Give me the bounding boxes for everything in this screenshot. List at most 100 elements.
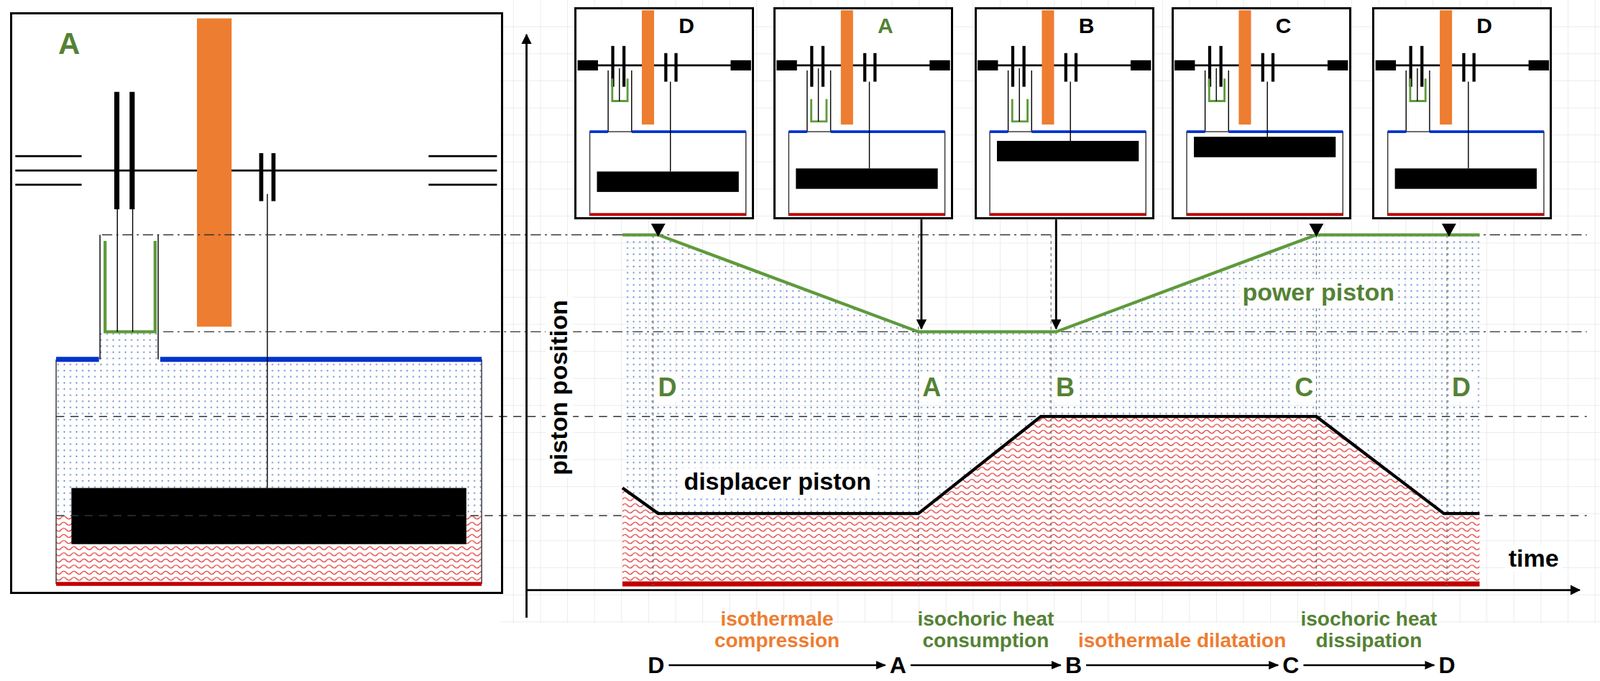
- thumbnail-ground: [773, 7, 954, 220]
- flywheel: [196, 18, 232, 328]
- hot-plate: [1186, 212, 1343, 216]
- bearing: [1130, 60, 1151, 71]
- crank: [1011, 46, 1015, 87]
- state-thumbnail: D: [1372, 7, 1552, 220]
- cylinder-wall: [56, 359, 482, 584]
- node-text: D: [647, 653, 665, 677]
- node-text: A: [889, 653, 907, 677]
- node-text: C: [1275, 15, 1350, 37]
- displacer: [996, 140, 1139, 162]
- node-text: B: [1078, 15, 1153, 37]
- thumbnail-ground: [1372, 7, 1552, 220]
- state-letter: C: [1279, 651, 1302, 678]
- thumbnail-ground: [1171, 7, 1352, 220]
- cold-plate: [788, 130, 945, 133]
- displacer-rod: [1467, 81, 1469, 169]
- thumbnail-engine: [974, 7, 1155, 220]
- state-thumbnail: B: [974, 7, 1155, 220]
- hot-plate: [788, 212, 945, 216]
- drawing-scale: [15, 0, 1600, 623]
- cylinder-wall: [788, 131, 945, 215]
- power-rod: [1416, 68, 1418, 101]
- power-cylinder-wall: [99, 235, 159, 360]
- state-marker-line: [653, 235, 1447, 591]
- state-letter: B: [1062, 651, 1085, 678]
- bearing: [1327, 60, 1348, 71]
- crank: [259, 153, 264, 202]
- crank: [664, 53, 668, 82]
- y-axis: [525, 34, 528, 618]
- displacer-rod: [1069, 81, 1071, 141]
- process-arrow: [910, 664, 1061, 667]
- displacer-rod: [266, 194, 268, 489]
- hot-plate: [590, 212, 747, 216]
- x-axis: [526, 588, 1580, 591]
- bearing: [929, 60, 950, 71]
- power-rod: [117, 204, 133, 332]
- thumbnail-ground: [574, 7, 754, 220]
- bearing: [730, 60, 751, 71]
- bearing: [776, 60, 797, 71]
- state-thumbnail: D: [574, 7, 754, 220]
- node-text: A: [877, 15, 951, 37]
- piston-chart: [526, 34, 1580, 618]
- hot-plate: [989, 212, 1146, 216]
- node-text: D: [1476, 15, 1550, 37]
- crank: [1074, 53, 1078, 82]
- state-label: D: [654, 373, 680, 403]
- flywheel: [840, 10, 854, 125]
- cold-plate: [1387, 130, 1544, 133]
- displacer-rod: [1266, 81, 1268, 138]
- process-label: isochoric heat consumption: [881, 608, 1090, 651]
- crank: [1472, 53, 1476, 82]
- power-piston-curve: [622, 235, 1480, 333]
- bearing: [1174, 60, 1195, 71]
- cold-plate: [1186, 130, 1343, 133]
- pointer: [1308, 223, 1324, 237]
- power-piston: [104, 240, 156, 332]
- crank: [622, 46, 626, 87]
- process-label: isothermale dilatation: [1078, 629, 1287, 651]
- axis-label: time: [1505, 544, 1562, 573]
- state-letter: D: [644, 651, 668, 678]
- bearing: [977, 60, 998, 71]
- state-thumbnails: [574, 7, 1552, 220]
- thumbnail-engine: [773, 7, 954, 220]
- bearing: [1528, 60, 1549, 71]
- pointer: [651, 223, 666, 237]
- crank: [114, 92, 120, 210]
- state-letter: A: [886, 651, 910, 678]
- power-cylinder-wall: [807, 70, 831, 132]
- state-thumbnail: C: [1171, 7, 1352, 220]
- power-rod: [618, 68, 620, 101]
- displacer: [596, 171, 739, 192]
- power-piston: [811, 99, 827, 122]
- node-text: D: [678, 15, 752, 37]
- cold-plate: [989, 130, 1146, 133]
- process-label: isochoric heat dissipation: [1264, 608, 1473, 651]
- cold-plate: [56, 356, 482, 362]
- thumbnail-ground: [974, 7, 1155, 220]
- crank: [1219, 46, 1222, 87]
- thumbnail-engine: [574, 7, 754, 220]
- node-text: B: [1065, 653, 1082, 677]
- crank: [271, 153, 277, 202]
- cylinder-wall: [590, 131, 747, 215]
- cylinder-wall: [1387, 131, 1544, 215]
- process-label: isothermale compression: [672, 608, 882, 651]
- displacer: [1193, 136, 1336, 157]
- displacer-curve: [622, 416, 1480, 514]
- crank: [1261, 53, 1265, 82]
- crank: [1461, 53, 1465, 82]
- hot-plate: [1387, 212, 1544, 216]
- process-arrow: [668, 664, 885, 667]
- crank: [1064, 53, 1068, 82]
- crank: [129, 92, 135, 210]
- curve-label: power piston: [1239, 279, 1398, 307]
- pointer-arrow: [1055, 219, 1058, 329]
- hot-plate: [56, 581, 482, 586]
